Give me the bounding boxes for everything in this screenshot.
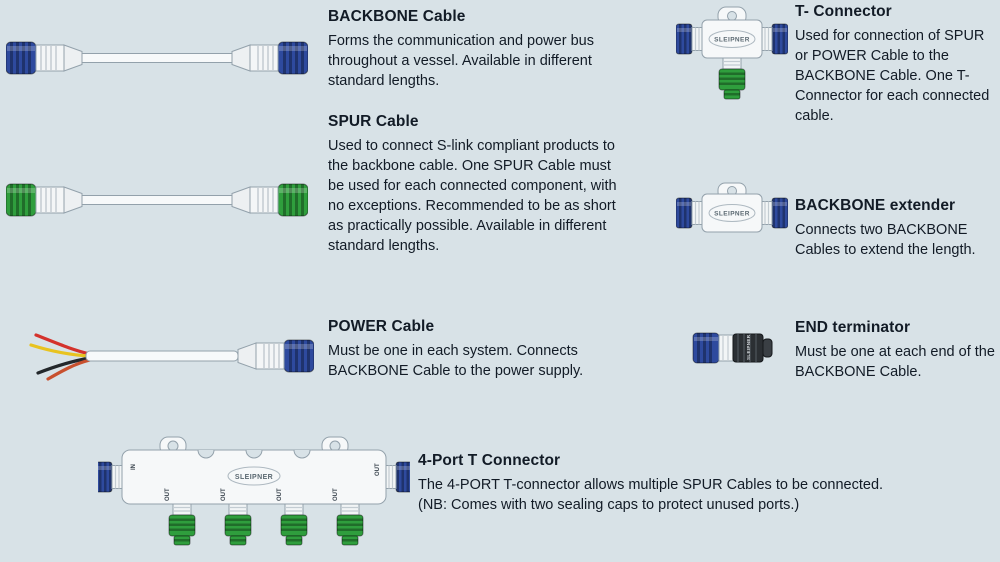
- backbone-extender-brand-label: SLEIPNER: [714, 211, 750, 218]
- spur-cable-section: SPUR Cable Used to connect S-link compli…: [328, 113, 630, 256]
- power-cable-section: POWER Cable Must be one in each system. …: [328, 318, 624, 381]
- t-connector-section: T- Connector Used for connection of SPUR…: [795, 3, 997, 126]
- backbone-cable-title: BACKBONE Cable: [328, 8, 466, 25]
- spur-cable-title: SPUR Cable: [328, 113, 419, 130]
- four-port-t-connector-description: The 4-PORT T-connector allows multiple S…: [418, 477, 884, 513]
- four-port-out-label-4: OUT: [333, 488, 339, 501]
- backbone-extender-description: Connects two BACKBONE Cables to extend t…: [795, 222, 976, 258]
- end-terminator-brand-label: SLEIPNER: [746, 334, 751, 360]
- t-connector-brand-label: SLEIPNER: [714, 37, 750, 44]
- backbone-extender-title: BACKBONE extender: [795, 197, 956, 214]
- power-cable-description: Must be one in each system. Connects BAC…: [328, 343, 584, 379]
- backbone-cable-description: Forms the communication and power bus th…: [328, 33, 594, 89]
- four-port-in-label: IN: [131, 464, 137, 470]
- four-port-out-label-3: OUT: [277, 488, 283, 501]
- four-port-out-label-1: OUT: [165, 488, 171, 501]
- end-terminator-description: Must be one at each end of the BACKBONE …: [795, 344, 995, 380]
- backbone-extender-illustration: SLEIPNER: [676, 182, 788, 242]
- spur-cable-description: Used to connect S-link compliant product…: [328, 138, 617, 254]
- four-port-t-connector-section: 4-Port T Connector The 4-PORT T-connecto…: [418, 452, 906, 515]
- backbone-extender-section: BACKBONE extender Connects two BACKBONE …: [795, 197, 1000, 260]
- t-connector-icon: SLEIPNER: [676, 6, 788, 100]
- four-port-t-connector-title: 4-Port T Connector: [418, 452, 561, 469]
- power-cable-title: POWER Cable: [328, 318, 435, 335]
- power-cable-illustration: [28, 330, 314, 382]
- four-port-t-connector-icon: SLEIPNER IN OUT OUT OUT OUT OUT: [98, 436, 410, 546]
- backbone-extender-icon: SLEIPNER: [676, 182, 788, 233]
- four-port-out-label-2: OUT: [221, 488, 227, 501]
- four-port-t-connector-illustration: SLEIPNER IN OUT OUT OUT OUT OUT: [98, 436, 410, 558]
- t-connector-description: Used for connection of SPUR or POWER Cab…: [795, 28, 990, 124]
- t-connector-title: T- Connector: [795, 3, 892, 20]
- end-terminator-icon: SLEIPNER: [692, 332, 773, 364]
- end-terminator-title: END terminator: [795, 319, 911, 336]
- end-terminator-illustration: SLEIPNER: [692, 326, 780, 370]
- end-terminator-section: END terminator Must be one at each end o…: [795, 319, 995, 382]
- four-port-out-side-label: OUT: [375, 463, 381, 476]
- four-port-brand-label: SLEIPNER: [235, 474, 273, 481]
- t-connector-illustration: SLEIPNER: [676, 6, 788, 106]
- power-cable-icon: [29, 333, 314, 381]
- backbone-cable-icon: [6, 41, 308, 75]
- backbone-cable-illustration: [6, 36, 308, 80]
- spur-cable-illustration: [6, 178, 308, 222]
- backbone-cable-section: BACKBONE Cable Forms the communication a…: [328, 8, 620, 91]
- spur-cable-icon: [6, 183, 308, 217]
